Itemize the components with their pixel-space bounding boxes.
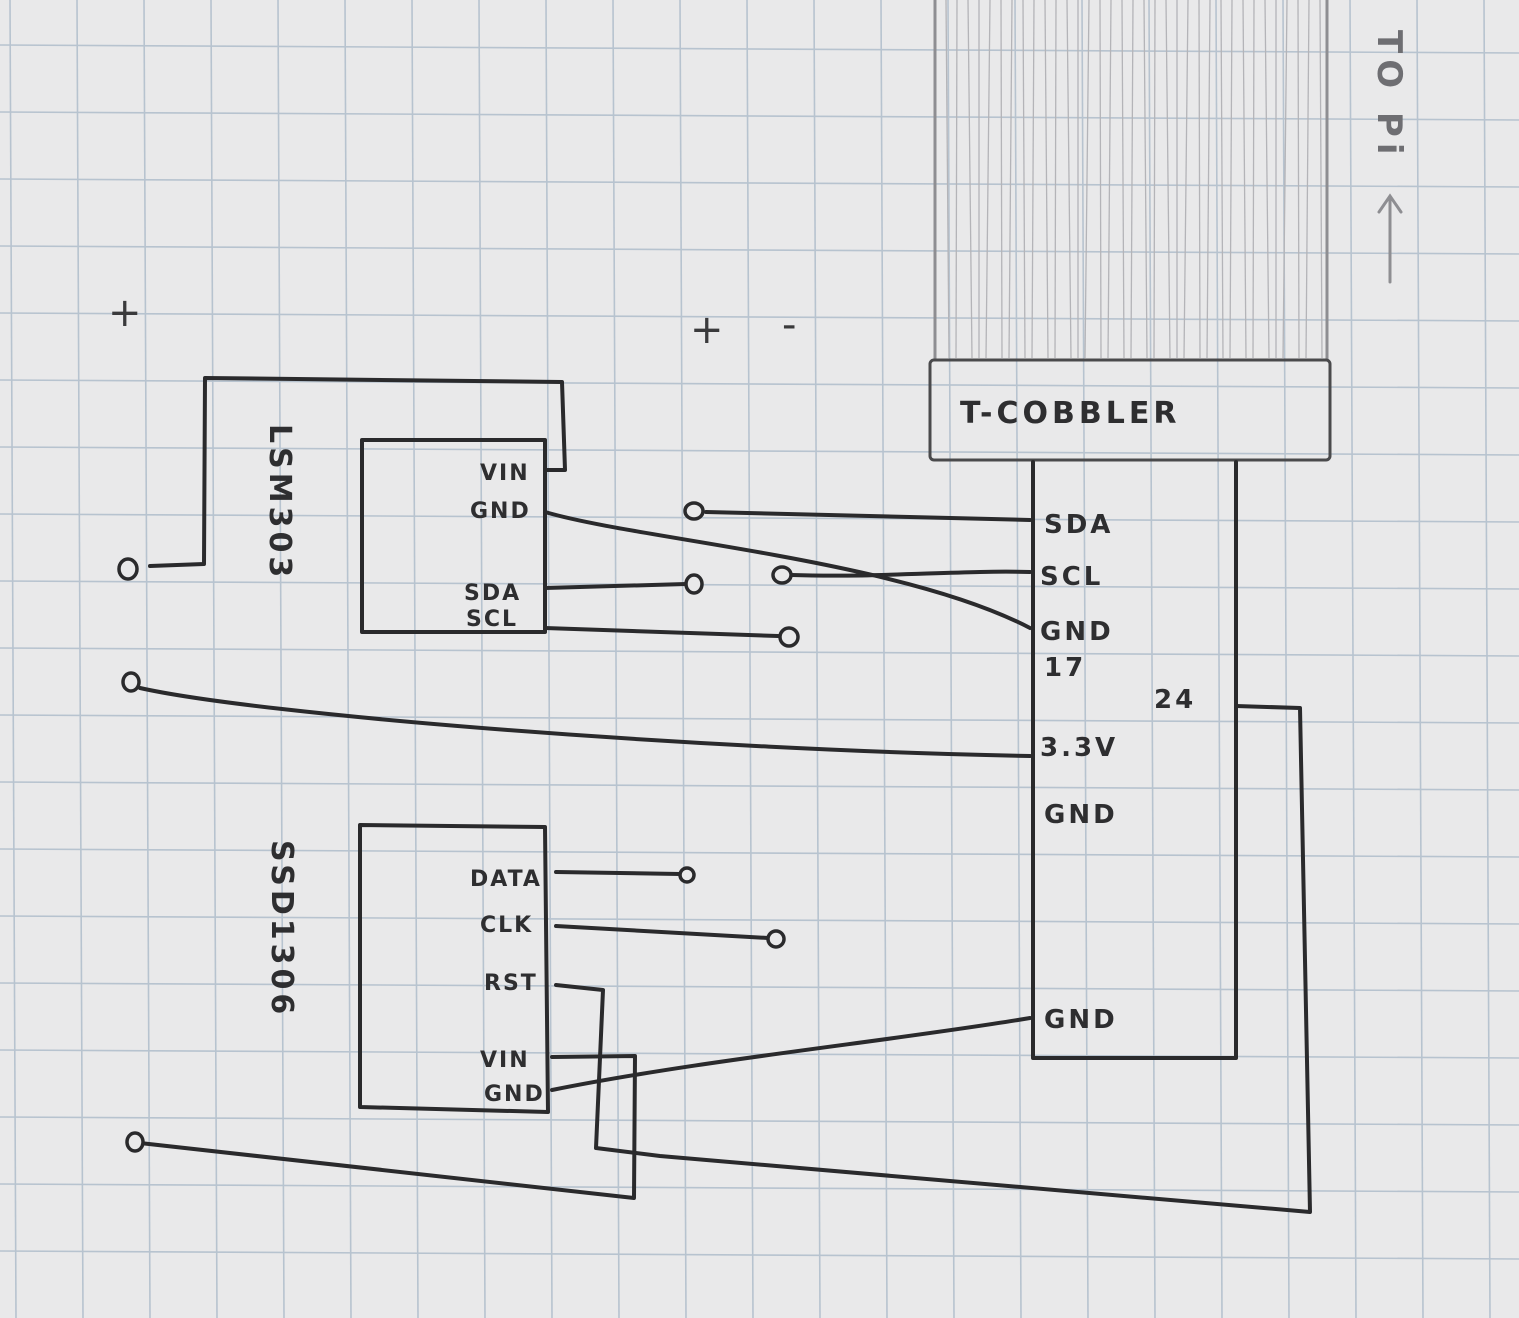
cobbler-pin-scl: SCL xyxy=(1040,562,1103,592)
t-cobbler-header: T-COBBLER xyxy=(928,358,1332,462)
t-cobbler-board: SDA SCL GND 17 3.3V GND GND 24 xyxy=(1031,460,1238,1060)
cobbler-pin-3v3: 3.3V xyxy=(1040,733,1118,763)
lsm303-name: LSM303 xyxy=(262,424,297,581)
ssd1306-name: SSD1306 xyxy=(264,840,299,1018)
ribbon-cable xyxy=(933,0,1329,362)
terminal-left-top xyxy=(117,557,139,581)
ssd1306-pin-vin: VIN xyxy=(480,1048,530,1073)
ssd1306-pin-gnd: GND xyxy=(484,1082,545,1107)
ssd1306-pin-clk: CLK xyxy=(480,913,533,938)
to-pi-text: TO Pi xyxy=(1369,30,1409,161)
lsm303-pin-gnd: GND xyxy=(470,499,531,524)
wire-cobbler-sda xyxy=(704,510,1032,522)
ssd1306-module: SSD1306 DATA CLK RST VIN GND xyxy=(264,823,550,1114)
cobbler-pin-sda: SDA xyxy=(1044,510,1113,540)
rail-plus-left: + xyxy=(108,290,142,336)
wire-ssd1306-clk xyxy=(554,924,770,940)
ssd1306-pin-rst: RST xyxy=(484,971,538,996)
ssd1306-pin-data: DATA xyxy=(470,867,542,892)
lsm303-pin-scl: SCL xyxy=(466,607,518,632)
wire-ssd1306-rst xyxy=(554,704,1312,1214)
terminal-sda-lsm xyxy=(684,573,704,595)
lsm303-pin-vin: VIN xyxy=(480,461,530,486)
terminal-left-bottom xyxy=(125,1131,145,1153)
terminal-scl-cobbler xyxy=(771,565,793,585)
cobbler-pin-gnd-1: GND xyxy=(1040,617,1114,647)
rail-plus: + xyxy=(690,307,724,353)
wire-ssd1306-vin xyxy=(138,1054,637,1200)
lsm303-pin-sda: SDA xyxy=(464,581,521,606)
cobbler-pin-24: 24 xyxy=(1154,685,1196,715)
terminal-data xyxy=(678,866,696,884)
cobbler-pin-gnd-2: GND xyxy=(1044,800,1118,830)
terminal-left-mid xyxy=(121,671,141,693)
wire-lsm303-scl xyxy=(543,626,780,638)
lsm303-module: LSM303 VIN GND SDA SCL xyxy=(262,424,547,634)
wire-lsm303-vin xyxy=(148,376,567,568)
wire-lsm303-sda xyxy=(543,582,688,590)
wires xyxy=(138,376,1312,1214)
terminals xyxy=(117,501,800,1153)
terminal-scl-lsm xyxy=(778,626,800,648)
wire-ssd1306-data xyxy=(554,870,682,876)
terminal-clk xyxy=(766,929,786,949)
cobbler-pin-gnd-3: GND xyxy=(1044,1005,1118,1035)
terminal-sda-cobbler xyxy=(683,501,705,521)
wire-3v3 xyxy=(138,686,1032,758)
cobbler-pin-17: 17 xyxy=(1044,653,1086,683)
wire-ssd1306-gnd xyxy=(550,1016,1032,1092)
to-pi-label: TO Pi xyxy=(1369,30,1409,284)
wire-cobbler-scl xyxy=(790,569,1032,578)
rail-minus: - xyxy=(782,302,796,348)
wire-lsm303-gnd xyxy=(543,510,1032,630)
rail-signs: + + - xyxy=(108,290,796,353)
t-cobbler-title: T-COBBLER xyxy=(960,396,1180,431)
arrow-up-icon xyxy=(1377,193,1403,284)
